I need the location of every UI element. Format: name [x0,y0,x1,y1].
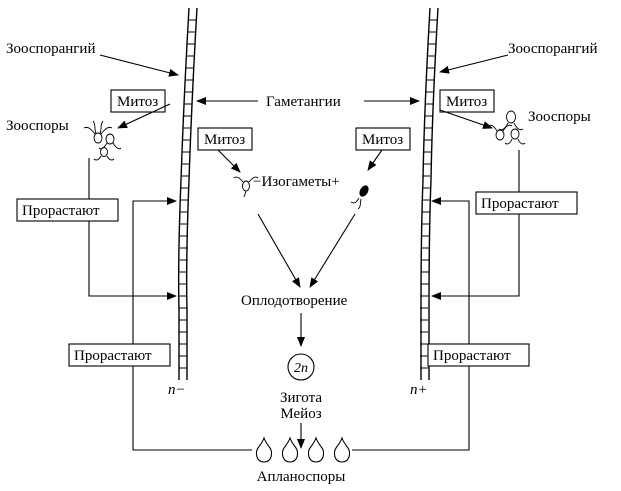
zoospore-right-2-icon [487,124,513,141]
isogamete-minus-icon [233,176,259,198]
fertilization-label: Оплодотворение [241,293,348,309]
svg-text:Митоз: Митоз [446,94,487,110]
filament-left-sign-label: n− [168,382,186,398]
aplanospore-1-icon [255,436,273,463]
arrow-zoosporangium-left [99,54,179,77]
zygote-ploidy-label: 2n [294,361,308,376]
arrow-to-zoospores-right [439,109,493,129]
arrow-zoosporangium-right [439,54,509,74]
arrow-gamete-minus-to-fertilization [257,213,301,288]
filament-left [177,7,198,380]
svg-text:Митоз: Митоз [117,94,158,110]
svg-text:Митоз: Митоз [362,132,403,148]
zoospore-left-2-icon [98,133,122,150]
filament-right-cells [420,19,438,369]
svg-text:Прорастают: Прорастают [22,203,100,219]
svg-text:Прорастают: Прорастают [481,196,559,212]
svg-text:Митоз: Митоз [204,132,245,148]
mitosis-box-right-top: Митоз [439,89,495,113]
zygote-label: Зигота [280,390,322,406]
mitosis-box-left-mid: Митоз [197,127,253,151]
filament-right-sign-label: n+ [410,382,428,398]
mitosis-box-left-top: Митоз [110,89,166,113]
aplanospore-3-icon [307,436,325,463]
aplanospore-4-icon [333,436,351,463]
zoosporangium-left-label: Зооспорангий [6,41,95,57]
zoospore-left-1-icon [83,120,113,144]
zoospore-right-3-icon [504,128,526,145]
zoospore-left-3-icon [93,147,115,161]
zoospores-left-label: Зооспоры [6,118,69,134]
gametangia-label: Гаметангии [266,94,341,110]
germinate-box-left-bottom: Прорастают [68,343,171,367]
arrow-mitosis-right-to-gamete [367,149,383,171]
arrow-to-zoospores-left [117,103,171,129]
meiosis-label: Мейоз [280,406,321,422]
zoospores-right-label: Зооспоры [528,109,591,125]
isogametes-label: −Изогаметы+ [253,174,340,190]
path-aplanospores-right-germinate [352,197,470,451]
aplanospores-label: Апланоспоры [257,469,346,485]
arrow-mitosis-left-to-gamete [217,149,241,173]
mitosis-box-right-mid: Митоз [355,127,411,151]
isogamete-plus-icon [350,185,369,210]
germinate-box-left-top: Прорастают [16,198,119,222]
svg-text:Прорастают: Прорастают [74,348,152,364]
germinate-box-right-bottom: Прорастают [427,343,530,367]
path-aplanospores-left-germinate [132,197,252,451]
arrow-gamete-plus-to-fertilization [309,213,356,288]
aplanospore-2-icon [281,436,299,463]
zygote-circle: 2n [287,353,315,381]
path-zoospores-right-germinate [431,150,520,300]
filament-left-cells [179,19,197,369]
svg-text:Прорастают: Прорастают [433,348,511,364]
zoospore-right-1-icon [498,110,524,131]
zoosporangium-right-label: Зооспорангий [508,41,597,57]
germinate-box-right-top: Прорастают [475,191,578,215]
filament-right [420,7,439,380]
